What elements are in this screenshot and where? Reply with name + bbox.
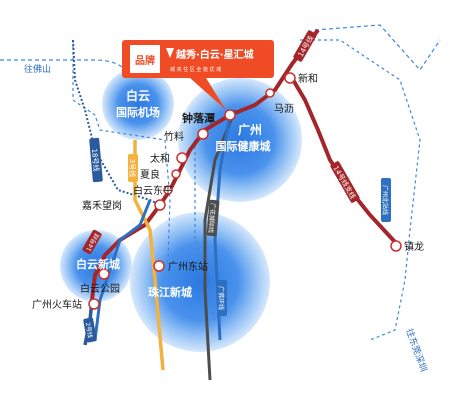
marker-taihe[interactable] [176,152,188,164]
zone-baiyun-new-label: 白云新城 [76,257,120,271]
station-jiahe-wanggang-label: 嘉禾望岗 [82,199,122,212]
station-zhenlong-label: 镇龙 [404,240,424,253]
zone-pearl-new-label: 珠江新城 [148,285,192,299]
zone-health-label-1: 广州 [238,122,262,137]
banner-seal-text: 品牌 [135,54,155,67]
dashed-line-airport-north [72,40,171,261]
banner-subtitle-text: 城 央 住 区 全 能 优 城 [170,66,221,73]
marker-maxi[interactable] [265,88,275,98]
station-markers [88,72,402,310]
marker-baiyun-dongping[interactable] [163,185,173,195]
marker-baiyun-new[interactable] [98,268,110,280]
line-18-tag-text: 18号线 [90,148,101,172]
marker-guangzhou-station[interactable] [88,298,100,310]
marker-zhuliao[interactable] [197,128,209,140]
gray-line-tag: 广花城际线 [206,199,220,237]
station-xinhe-label: 新和 [298,72,318,85]
station-taihe-label: 太和 [150,152,170,165]
zone-health-circle [178,78,302,202]
station-baiyun-dongping-label: 白云东平 [133,184,173,197]
banner-pointer [190,78,226,110]
yuexiu-logo-icon [166,48,174,58]
zone-airport-label-2: 国际机场 [116,105,160,119]
line-2-tag: 2号线 [83,317,97,343]
line-gray-path [203,109,237,381]
station-guangzhou-east-label: 广州东站 [168,260,208,273]
marker-xialiang[interactable] [171,169,181,179]
east-line-tag: 广州北站线 [381,178,391,222]
line-18-tag: 18号线 [89,137,103,183]
gray-line-tag-text: 广花城际线 [207,203,218,234]
line-14-branch-path [290,76,397,244]
station-xialiang-label: 夏良 [140,168,160,181]
blue-line-tag: 广佛环线 [217,280,227,316]
banner-logo-text: 越秀·白云·星汇城 [175,48,254,61]
marker-xinhe[interactable] [284,72,296,84]
station-maxi-label: 马沥 [274,103,294,115]
station-zhongluotan-label: 钟落潭 [182,111,215,125]
line-2-tag-text: 2号线 [84,322,95,339]
blue-line-tag-text: 广佛环线 [217,286,225,310]
dashed-line-dongguan [314,24,441,71]
banner-seal [130,45,160,73]
zone-health-label-2: 国际健康城 [216,139,271,153]
project-banner: 品牌 越秀·白云·星汇城 城 央 住 区 全 能 优 城 [122,40,274,110]
direction-foshan-label: 往佛山 [24,63,51,75]
station-baiyun-park-label: 白云公园 [80,282,120,295]
east-line-tag-text: 广州北站线 [381,185,389,215]
marker-guangzhou-east[interactable] [153,260,165,272]
station-guangzhou-station-label: 广州火车站 [32,298,82,311]
station-zhuliao-label: 竹料 [164,130,184,143]
marker-jiahe-wanggang[interactable] [154,199,166,211]
marker-zhongluotan[interactable] [224,109,236,121]
dashed-line-foshan [0,59,131,76]
zone-airport-label-1: 白云 [126,88,150,103]
marker-zhenlong[interactable] [390,240,402,252]
line-3-blue-path [93,199,152,341]
line-3-tag-text: 3号线 [128,159,137,177]
line-3-tag: 3号线 [128,154,138,182]
zone-pearl-new-circle [130,212,270,352]
zone-airport-circle [102,68,174,140]
